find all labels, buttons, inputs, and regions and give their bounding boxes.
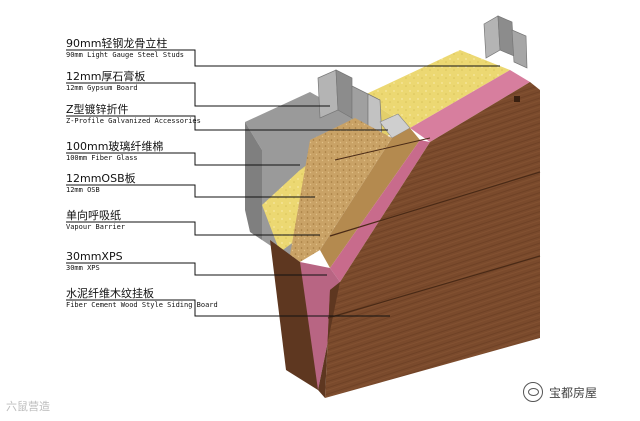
label-steel-studs-zh: 90mm轻钢龙骨立柱 [66,38,184,49]
watermark-right: 宝都房屋 [523,382,597,402]
steel-stud-left [318,70,338,118]
label-gypsum-zh: 12mm厚石膏板 [66,71,145,82]
label-siding: 水泥纤维木纹挂板 Fiber Cement Wood Style Siding … [66,288,218,309]
watermark-right-text: 宝都房屋 [549,384,597,401]
label-siding-en: Fiber Cement Wood Style Siding Board [66,302,218,309]
steel-stud-right [484,16,500,58]
label-xps: 30mmXPS 30mm XPS [66,251,123,272]
label-osb: 12mmOSB板 12mm OSB [66,173,136,194]
label-vapour-barrier-zh: 单向呼吸纸 [66,210,125,221]
label-osb-zh: 12mmOSB板 [66,173,136,184]
label-osb-en: 12mm OSB [66,187,136,194]
label-gypsum: 12mm厚石膏板 12mm Gypsum Board [66,71,145,92]
label-xps-zh: 30mmXPS [66,251,123,262]
wechat-icon [523,382,543,402]
label-steel-studs-en: 90mm Light Gauge Steel Studs [66,52,184,59]
label-z-profile-zh: Z型镀锌折件 [66,104,201,115]
label-z-profile-en: Z-Profile Galvanized Accessories [66,118,201,125]
label-xps-en: 30mm XPS [66,265,123,272]
label-vapour-barrier: 单向呼吸纸 Vapour Barrier [66,210,125,231]
label-fiberglass-zh: 100mm玻璃纤维棉 [66,141,163,152]
label-siding-zh: 水泥纤维木纹挂板 [66,288,218,299]
label-gypsum-en: 12mm Gypsum Board [66,85,145,92]
label-fiberglass-en: 100mm Fiber Glass [66,155,163,162]
label-vapour-barrier-en: Vapour Barrier [66,224,125,231]
label-fiberglass: 100mm玻璃纤维棉 100mm Fiber Glass [66,141,163,162]
watermark-left: 六鼠营造 [6,398,50,414]
label-steel-studs: 90mm轻钢龙骨立柱 90mm Light Gauge Steel Studs [66,38,184,59]
label-z-profile: Z型镀锌折件 Z-Profile Galvanized Accessories [66,104,201,125]
